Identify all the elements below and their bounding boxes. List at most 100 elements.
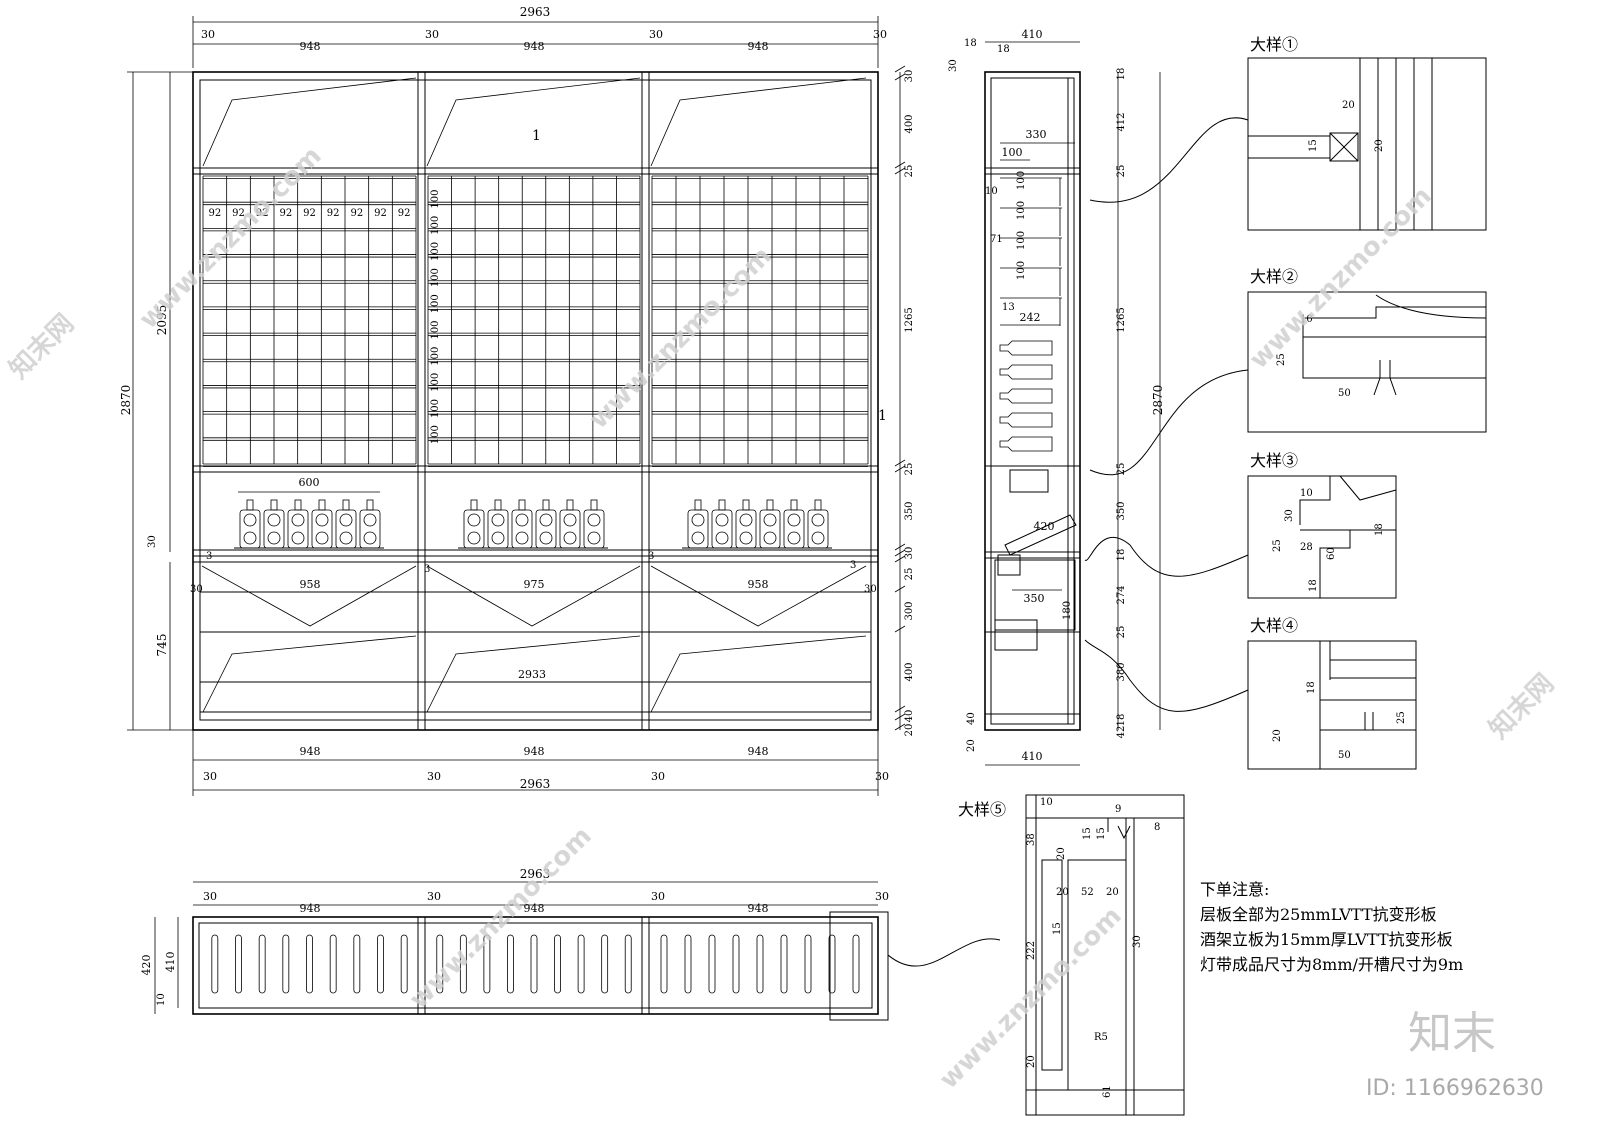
detail-3-dim-1: 10 [1300,488,1313,499]
side-right-dim: 18 [1116,68,1127,81]
bottle-sketch [263,509,285,549]
plan-slat [732,934,740,994]
side-right-dim: 274 [1116,585,1127,604]
bottle-sketch [742,499,750,511]
detail-3-dim-2: 30 [1284,509,1295,522]
front-gap-1: 30 [201,28,215,41]
dim-tick [894,555,906,563]
plan-bay-2: 948 [524,902,545,915]
cell-height-label: 100 [430,320,441,339]
bottle-sketch [691,513,705,527]
side-bottle [999,388,1053,404]
side-d71: 71 [990,234,1003,245]
front-right-dim: 25 [904,568,915,581]
bottle-sketch [559,509,581,549]
bottle-groups [234,499,832,549]
detail-5-dim: 15 [1096,827,1107,840]
watermark-site-1: www.znzmo.com [134,141,328,335]
detail-5-dim: 8 [1154,822,1160,833]
plan-slats [211,934,860,994]
bottle-sketch [363,531,377,545]
side-right-dim: 350 [1116,501,1127,520]
bottle-sketch [291,513,305,527]
bottle-sketch [763,513,777,527]
cell-height-label: 100 [430,268,441,287]
bottle-sketch [243,531,257,545]
bottle-sketch [291,531,305,545]
bottle-sketch [590,499,598,511]
side-t18a: 18 [964,38,977,49]
side-bottle [999,436,1053,452]
dim-tick [894,543,906,551]
detail-5-dim: 20 [1056,887,1069,898]
front-right-dim: 40 [904,710,915,723]
wine-grid [202,175,869,467]
drawer-gap-4: 3 [850,560,856,571]
detail-2-dim-2: 25 [1276,353,1287,366]
bottle-sketch [270,499,278,511]
front-bottom-overall: 2963 [520,777,551,791]
front-base-height: 745 [155,634,169,657]
side-right-dim: 18 [1116,549,1127,562]
dim-tick [894,585,906,593]
front-right-dim: 30 [904,547,915,560]
bottle-sketch [491,513,505,527]
detail-4-title: 大样④ [1250,616,1298,635]
bottle-sketch [487,509,509,549]
side-row-1: 100 [1016,171,1027,190]
bottle-sketch [694,499,702,511]
bottle-sketch [342,499,350,511]
detail-5-dim: 9 [1115,804,1121,815]
bottle-sketch [687,509,709,549]
plan-slat [211,934,219,994]
drawer-gap-1: 3 [206,551,212,562]
detail-5-dim: 222 [1026,941,1037,960]
level-arrow-2: 1 [878,408,887,424]
dim-tick [894,549,906,557]
side-d13: 13 [1002,302,1015,313]
plan-depth-outer: 420 [140,955,153,976]
detail-5-dim: R5 [1094,1032,1108,1043]
front-bottom-bay-3: 948 [748,745,769,758]
plan-depth-inner: 410 [164,952,177,973]
front-bay-2: 948 [524,40,545,53]
detail-5-dim: 52 [1081,887,1094,898]
cell-width-label: 92 [232,208,245,219]
side-depth-bottom: 410 [1022,750,1043,763]
front-right-dim: 400 [904,114,915,133]
plan-slat [852,934,860,994]
cell-height-label: 100 [430,399,441,418]
side-d10: 10 [985,186,998,197]
front-overall-width: 2963 [520,5,551,19]
detail-3: 大样③ 10 30 25 28 18 60 18 [1084,451,1397,599]
detail-5-dim: 20 [1026,1055,1037,1068]
bottle-sketch [518,499,526,511]
front-upper-height: 2095 [155,305,169,336]
detail-5-dim: 61 [1102,1085,1113,1098]
plan-slat [554,934,561,994]
plan-slat [660,934,668,994]
bottle-sketch [766,499,774,511]
front-overall-height: 2870 [119,385,133,416]
notes-heading: 下单注意: [1200,880,1269,899]
plan-bay-3: 948 [748,902,769,915]
bottle-sketch [363,513,377,527]
plan-slat [459,934,467,994]
plan-slat [577,934,585,994]
side-right-dim: 380 [1116,662,1127,681]
watermark-brand-2: 知末网 [1484,669,1560,745]
plan-gap-3: 30 [651,890,665,903]
bottle-sketch [311,509,333,549]
bottle-sketch [759,509,781,549]
detail-1-dim-3: 20 [1374,139,1385,152]
cell-width-label: 92 [256,208,269,219]
cell-width-label: 92 [350,208,363,219]
plan-slat [708,934,716,994]
cell-width-label: 92 [327,208,340,219]
bottle-sketch [470,499,478,511]
bottle-sketch [463,509,485,549]
bottle-sketch [763,531,777,545]
drawer-side-left: 30 [190,584,203,595]
